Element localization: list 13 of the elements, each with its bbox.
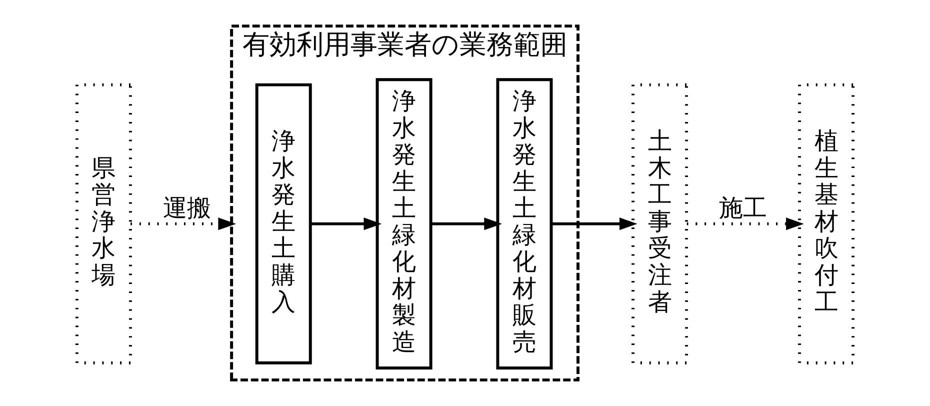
arrow	[130, 218, 236, 230]
edge-label: 運搬	[162, 194, 211, 222]
arrow	[686, 218, 804, 230]
arrow	[551, 218, 638, 230]
arrow	[431, 218, 502, 230]
node-box: 浄水発生土緑化材製造	[376, 78, 432, 370]
edge-label: 施工	[719, 194, 768, 222]
node-box: 浄水発生土緑化材販売	[496, 78, 553, 370]
node-box: 浄水発生土購入	[255, 83, 312, 364]
node-box: 植生基材吹付工	[798, 83, 855, 364]
arrow	[310, 218, 382, 230]
node-box: 県営浄水場	[75, 83, 132, 364]
node-box: 土木工事受注者	[632, 83, 688, 364]
